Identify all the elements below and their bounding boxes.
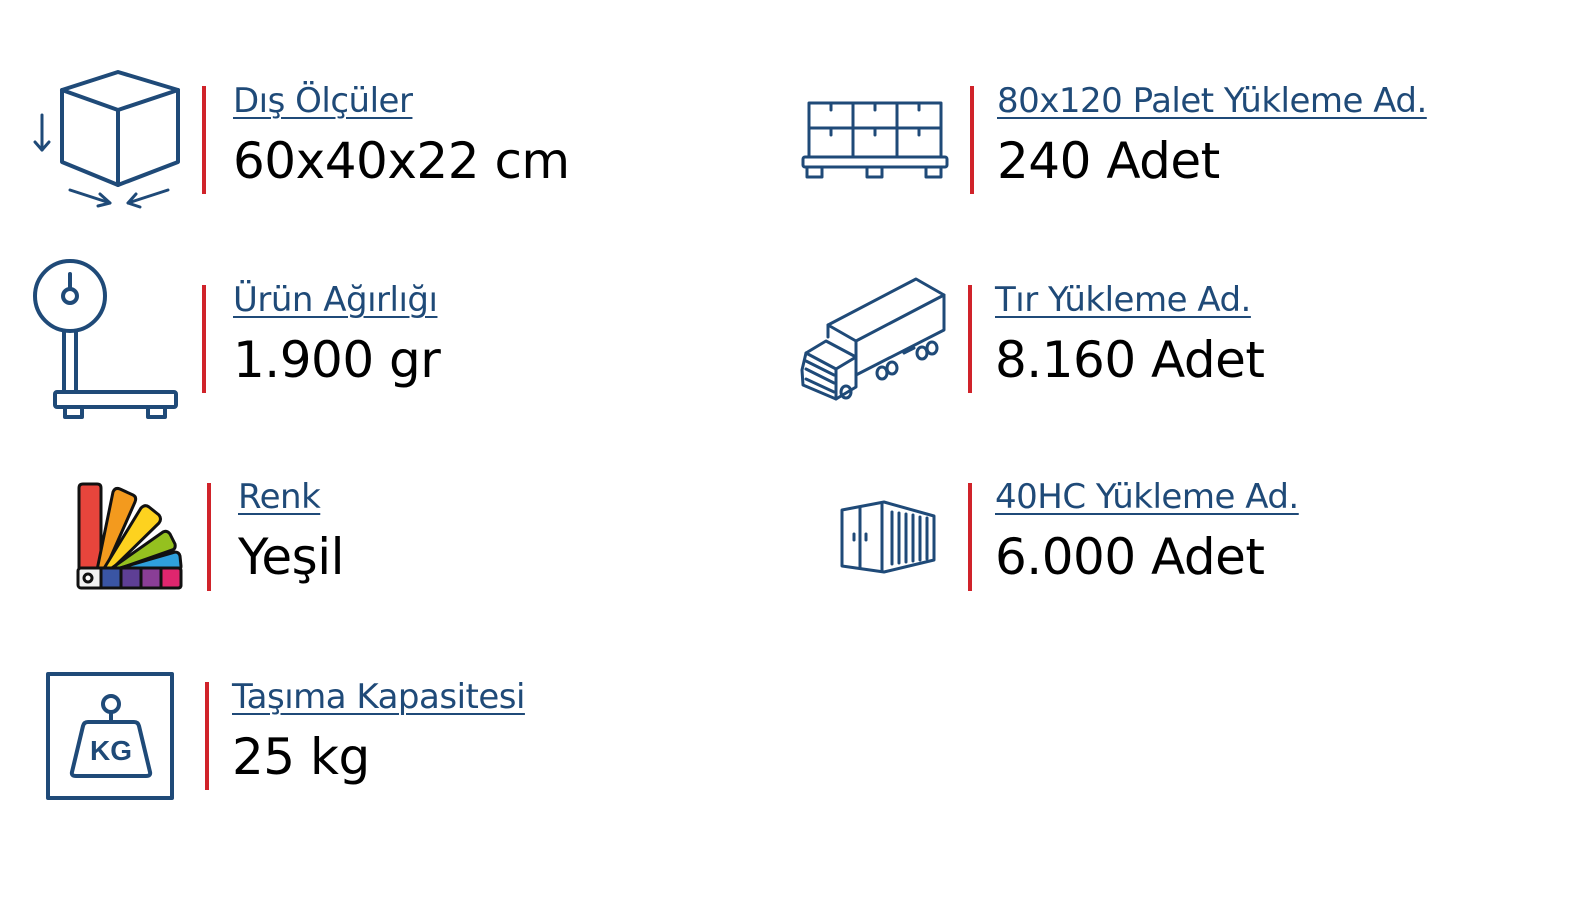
spec-value: 1.900 gr: [233, 331, 441, 389]
divider-bar: [968, 483, 972, 591]
divider-bar: [202, 285, 206, 393]
divider-bar: [205, 682, 209, 790]
divider-bar: [202, 86, 206, 194]
spec-label[interactable]: Renk: [238, 477, 321, 517]
spec-label[interactable]: Ürün Ağırlığı: [233, 280, 438, 320]
box-dimensions-icon: [30, 70, 190, 210]
spec-value: 25 kg: [232, 728, 370, 786]
divider-bar: [207, 483, 211, 591]
spec-value: Yeşil: [238, 528, 345, 586]
spec-value: 8.160 Adet: [995, 331, 1265, 389]
spec-label[interactable]: 80x120 Palet Yükleme Ad.: [997, 81, 1427, 121]
spec-value: 240 Adet: [997, 132, 1220, 190]
spec-label[interactable]: Taşıma Kapasitesi: [232, 677, 525, 717]
truck-icon: [798, 275, 950, 403]
spec-label[interactable]: Dış Ölçüler: [233, 81, 413, 121]
spec-label[interactable]: Tır Yükleme Ad.: [995, 280, 1251, 320]
spec-label[interactable]: 40HC Yükleme Ad.: [995, 477, 1299, 517]
divider-bar: [968, 285, 972, 393]
svg-text:KG: KG: [90, 735, 132, 766]
kg-weight-icon: KG: [46, 672, 176, 802]
spec-value: 6.000 Adet: [995, 528, 1265, 586]
spec-value: 60x40x22 cm: [233, 132, 570, 190]
pallet-icon: [800, 100, 950, 182]
color-palette-icon: [75, 482, 185, 592]
divider-bar: [970, 86, 974, 194]
container-icon: [838, 500, 938, 576]
scale-icon: [30, 258, 185, 423]
